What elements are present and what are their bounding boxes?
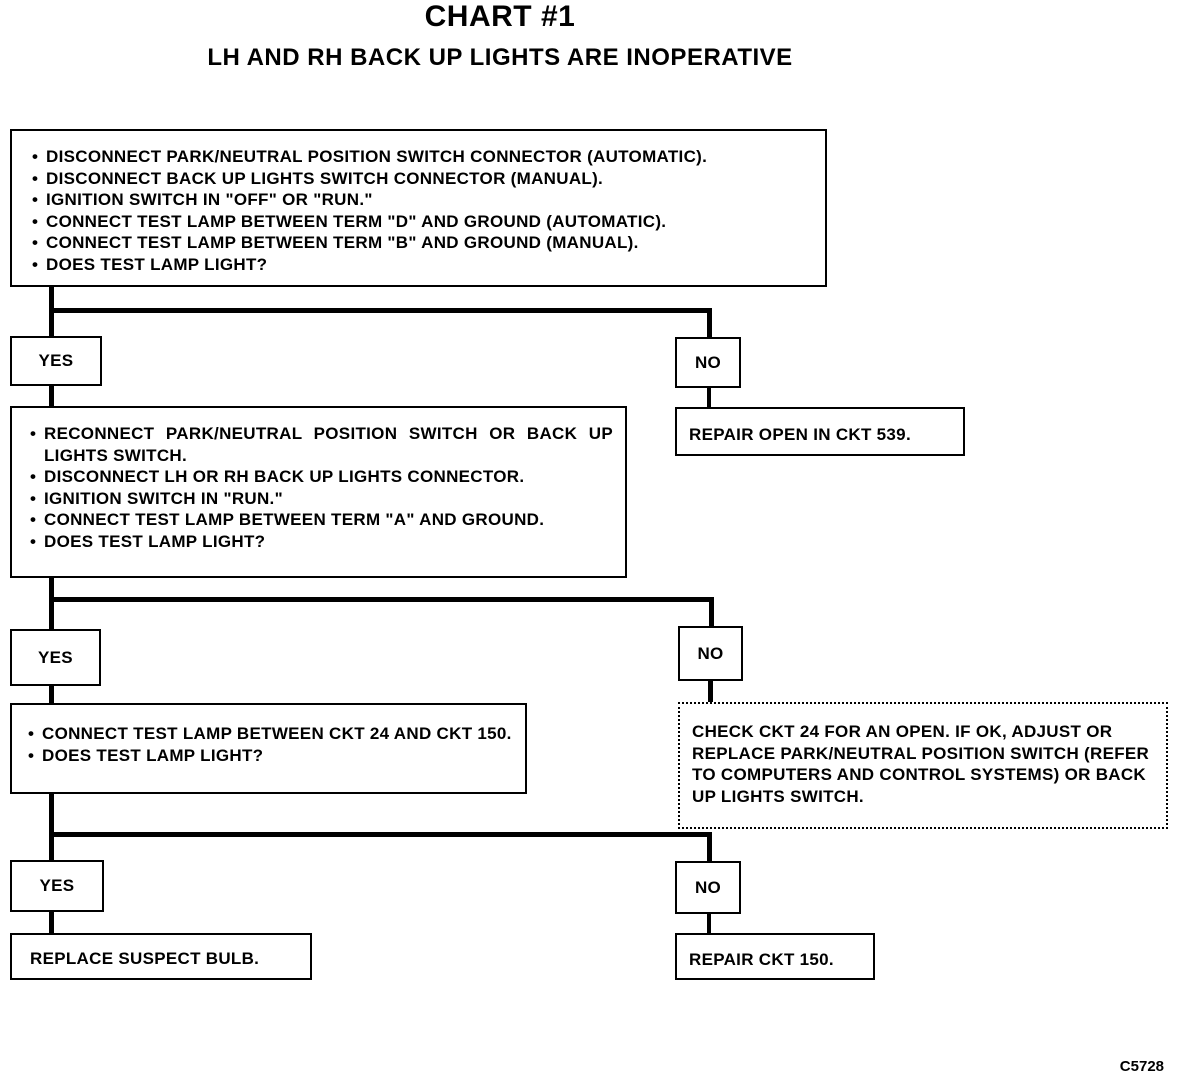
step2-item: DISCONNECT LH OR RH BACK UP LIGHTS CONNE… <box>28 466 613 488</box>
step1-item: DISCONNECT PARK/NEUTRAL POSITION SWITCH … <box>30 146 817 168</box>
connector-line <box>49 684 54 705</box>
step1-no-result: REPAIR OPEN IN CKT 539. <box>675 407 965 456</box>
step1-item: DOES TEST LAMP LIGHT? <box>30 254 817 276</box>
connector-line <box>49 576 54 631</box>
connector-line <box>708 679 713 703</box>
connector-line <box>707 832 712 863</box>
step3-item: CONNECT TEST LAMP BETWEEN CKT 24 AND CKT… <box>26 723 513 745</box>
step1-box: DISCONNECT PARK/NEUTRAL POSITION SWITCH … <box>10 129 827 287</box>
step2-item: CONNECT TEST LAMP BETWEEN TERM "A" AND G… <box>28 509 613 531</box>
step3-yes-result: REPLACE SUSPECT BULB. <box>10 933 312 980</box>
step2-yes-label: YES <box>10 629 101 686</box>
step1-item: DISCONNECT BACK UP LIGHTS SWITCH CONNECT… <box>30 168 817 190</box>
connector-line <box>49 597 714 602</box>
step2-no-result: CHECK CKT 24 FOR AN OPEN. IF OK, ADJUST … <box>678 702 1168 829</box>
step3-no-label: NO <box>675 861 741 914</box>
step1-no-label: NO <box>675 337 741 388</box>
connector-line <box>707 386 711 408</box>
step1-item: CONNECT TEST LAMP BETWEEN TERM "B" AND G… <box>30 232 817 254</box>
chart-title: CHART #1 <box>424 0 576 33</box>
connector-line <box>49 308 711 313</box>
connector-line <box>49 384 54 409</box>
chart-subtitle: LH AND RH BACK UP LIGHTS ARE INOPERATIVE <box>207 44 793 71</box>
step2-item: IGNITION SWITCH IN "RUN." <box>28 488 613 510</box>
step3-no-result: REPAIR CKT 150. <box>675 933 875 980</box>
step3-box: CONNECT TEST LAMP BETWEEN CKT 24 AND CKT… <box>10 703 527 794</box>
connector-line <box>707 912 711 934</box>
step3-yes-label: YES <box>10 860 104 912</box>
step2-list: RECONNECT PARK/NEUTRAL POSITION SWITCH O… <box>28 423 613 552</box>
step3-item: DOES TEST LAMP LIGHT? <box>26 745 513 767</box>
step1-item: CONNECT TEST LAMP BETWEEN TERM "D" AND G… <box>30 211 817 233</box>
step1-item: IGNITION SWITCH IN "OFF" OR "RUN." <box>30 189 817 211</box>
step1-yes-label: YES <box>10 336 102 386</box>
step2-box: RECONNECT PARK/NEUTRAL POSITION SWITCH O… <box>10 406 627 578</box>
step2-item: RECONNECT PARK/NEUTRAL POSITION SWITCH O… <box>28 423 613 466</box>
step2-no-label: NO <box>678 626 743 681</box>
connector-line <box>49 832 711 837</box>
figure-code: C5728 <box>1119 1058 1164 1075</box>
step1-list: DISCONNECT PARK/NEUTRAL POSITION SWITCH … <box>30 146 817 275</box>
step2-item: DOES TEST LAMP LIGHT? <box>28 531 613 553</box>
connector-line <box>707 308 712 338</box>
connector-line <box>709 597 714 628</box>
connector-line <box>49 792 54 862</box>
connector-line <box>49 910 54 934</box>
step3-list: CONNECT TEST LAMP BETWEEN CKT 24 AND CKT… <box>26 723 513 766</box>
